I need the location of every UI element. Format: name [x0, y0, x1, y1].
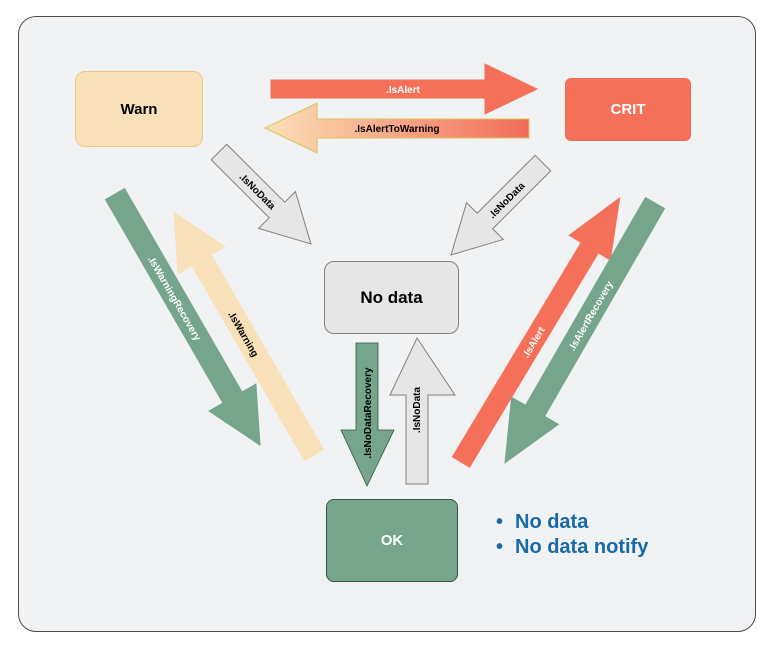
state-no-data: No data [324, 261, 459, 334]
arrow-nodata-to-ok: .IsNoDataRecovery [340, 342, 395, 487]
label-warn-to-crit: .IsAlert [386, 85, 421, 96]
note-item: No data notify [496, 535, 648, 560]
label-nodata-to-ok: .IsNoDataRecovery [363, 367, 374, 459]
state-crit: CRIT [565, 78, 691, 141]
label-ok-to-nodata: .IsNoData [412, 387, 423, 434]
arrow-crit-to-nodata: .IsNoData [450, 154, 552, 256]
note-item: No data [496, 510, 648, 535]
arrow-crit-to-warn: .IsAlertToWarning [263, 102, 530, 154]
state-warn: Warn [75, 71, 203, 147]
arrow-ok-to-nodata: .IsNoData [389, 336, 456, 485]
arrow-warn-to-crit: .IsAlert [270, 63, 539, 115]
state-ok: OK [326, 499, 458, 582]
label-crit-to-warn: .IsAlertToWarning [355, 124, 440, 135]
notes-list: No data No data notify [496, 510, 648, 560]
